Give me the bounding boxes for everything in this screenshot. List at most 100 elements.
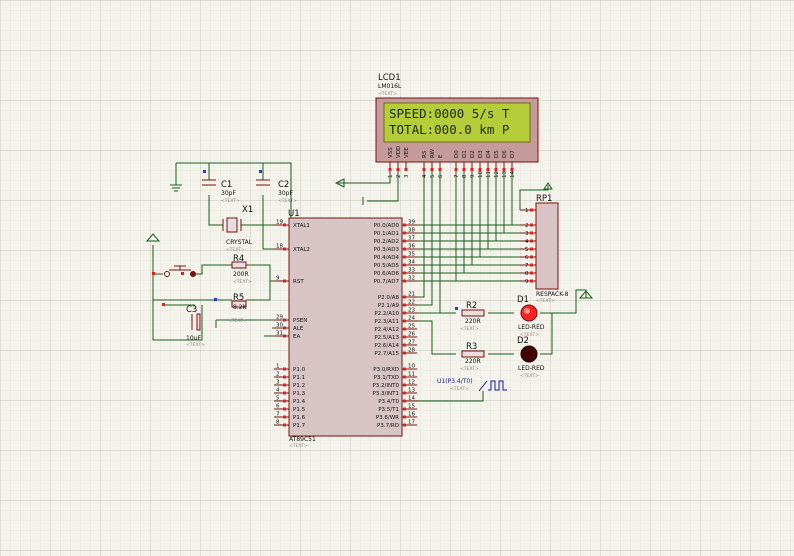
- lcd1-line1: SPEED:0000 5/s T: [389, 106, 510, 121]
- r2[interactable]: R2 220R <TEXT>: [455, 301, 485, 332]
- lcd1-pin-number: 2: [396, 175, 402, 179]
- rp1-pin-number: 3: [525, 231, 529, 237]
- c3[interactable]: C3 10uF <TEXT>: [162, 303, 205, 348]
- u1-pin-number: 39: [408, 220, 415, 226]
- lcd1-model: LM016L: [378, 83, 402, 90]
- u1-pin-name: P3.1/TXD: [374, 375, 399, 381]
- d2-text-tag: <TEXT>: [520, 373, 539, 379]
- rp1-ref: RP1: [536, 194, 552, 204]
- r2-ref: R2: [466, 301, 477, 311]
- d2-led[interactable]: D2 LED-RED <TEXT>: [517, 336, 545, 379]
- lcd1-pin-label: D3: [478, 150, 484, 158]
- lcd1-pin-number: 1: [388, 175, 394, 179]
- lcd1-pin-label: D0: [454, 150, 460, 158]
- lcd1-pin-number: 12: [494, 171, 500, 178]
- rp1-pin-marker: [530, 247, 533, 251]
- u1-pin-number: 5: [276, 396, 280, 402]
- u1-pin-name: P1.4: [293, 399, 306, 405]
- u1-pin-marker: [403, 335, 406, 339]
- lcd1-pin-number: 11: [486, 171, 492, 178]
- u1-pin-marker: [403, 319, 406, 323]
- u1-pin-number: 21: [408, 292, 415, 298]
- u1-pin-name: XTAL2: [293, 247, 310, 253]
- u1-pin-marker: [403, 295, 406, 299]
- u1-pin-number: 19: [276, 220, 283, 226]
- r5[interactable]: R5 8.2K <TEXT>: [214, 293, 248, 324]
- rp1-pin-number: 9: [525, 279, 529, 285]
- u1-pin-marker: [403, 271, 406, 275]
- lcd1[interactable]: LCD1 LM016L <TEXT> SPEED:0000 5/s T TOTA…: [375, 73, 539, 178]
- signal-generator[interactable]: U1(P3.4/T0) <TEXT>: [437, 378, 507, 392]
- u1-pin-name: P3.0/RXD: [373, 367, 399, 373]
- r3[interactable]: R3 220R <TEXT>: [460, 342, 485, 372]
- u1-pin-name: PSEN: [293, 318, 307, 324]
- u1-pin-name: P2.6/A14: [374, 343, 399, 349]
- u1-pin-name: P3.7/RD: [377, 423, 399, 429]
- r4[interactable]: R4 200R <TEXT>: [231, 254, 252, 285]
- u1-pin-marker: [283, 367, 286, 371]
- u1-text-tag: <TEXT>: [289, 443, 308, 449]
- lcd1-pin-marker: [388, 168, 392, 171]
- u1-pin-marker: [403, 423, 406, 427]
- rp1-pin-marker: [530, 223, 533, 227]
- u1-pin-number: 9: [276, 276, 280, 282]
- u1-pin-number: 2: [276, 372, 280, 378]
- u1-pin-number: 31: [276, 331, 283, 337]
- r5-value: 8.2K: [233, 304, 248, 311]
- lcd1-pin-label: VDD: [396, 146, 402, 158]
- c2[interactable]: C2 30pF <TEXT>: [256, 170, 297, 204]
- r4-value: 200R: [233, 271, 249, 278]
- lcd1-pins: VSS1VDD2VEE3RS4RW5E6D07D18D29D310D411D51…: [388, 146, 516, 178]
- d2-value: LED-RED: [518, 365, 545, 372]
- lcd1-pin-label: VSS: [388, 147, 394, 158]
- u1-pin-name: P1.3: [293, 391, 306, 397]
- u1-pin-name: P1.0: [293, 367, 306, 373]
- d2-ref: D2: [517, 336, 529, 346]
- r5-pin-marker: [214, 298, 217, 301]
- u1-pin-marker: [283, 318, 286, 322]
- lcd1-pin-number: 8: [462, 174, 468, 178]
- d1-led[interactable]: D1 LED-RED <TEXT>: [517, 295, 545, 338]
- u1-pin-name: P1.7: [293, 423, 306, 429]
- c3-value: 10uF: [186, 335, 201, 342]
- lcd1-pin-marker: [404, 168, 408, 171]
- lcd1-pin-number: 9: [470, 174, 476, 178]
- lcd1-ref: LCD1: [378, 73, 401, 83]
- lcd1-pin-number: 10: [478, 171, 484, 178]
- rp1-pin-marker: [530, 279, 533, 283]
- c1[interactable]: C1 30pF <TEXT>: [202, 170, 240, 204]
- c3-pin-marker: [162, 303, 165, 306]
- u1-pin-name: P0.0/AD0: [374, 223, 400, 229]
- x1-text-tag: <TEXT>: [226, 247, 245, 253]
- u1-pin-number: 30: [276, 323, 283, 329]
- u1-pin-marker: [403, 311, 406, 315]
- u1-pin-marker: [283, 383, 286, 387]
- u1-pin-name: P2.7/A15: [374, 351, 399, 357]
- u1-pin-name: P3.2/INT0: [372, 383, 399, 389]
- rp1-pin-marker: [530, 271, 533, 275]
- rp1-pin-marker: [530, 231, 533, 235]
- u1-pin-marker: [403, 223, 406, 227]
- u1-pin-marker: [403, 231, 406, 235]
- lcd1-line2: TOTAL:000.0 km P: [389, 122, 509, 137]
- c2-value: 30pF: [278, 190, 293, 197]
- u1-at89c51[interactable]: U1 AT89C51 <TEXT> 19XTAL118XTAL29RST29PS…: [274, 209, 417, 449]
- c3-ref: C3: [186, 305, 197, 315]
- u1-pin-marker: [283, 279, 286, 283]
- lcd1-pin-marker: [486, 168, 490, 171]
- r3-ref: R3: [466, 342, 477, 352]
- rp1-pin-number: 8: [525, 271, 529, 277]
- lcd1-pin-marker: [494, 168, 498, 171]
- u1-pin-number: 4: [276, 388, 280, 394]
- lcd1-pin-label: RW: [430, 148, 436, 158]
- u1-pin-name: P2.4/A12: [374, 327, 399, 333]
- d1-value: LED-RED: [518, 324, 545, 331]
- reset-button[interactable]: [152, 265, 196, 277]
- d1-ref: D1: [517, 295, 529, 305]
- x1-crystal[interactable]: X1 CRYSTAL <TEXT>: [222, 205, 253, 253]
- u1-pin-number: 32: [408, 276, 415, 282]
- lcd1-pin-number: 14: [510, 171, 516, 178]
